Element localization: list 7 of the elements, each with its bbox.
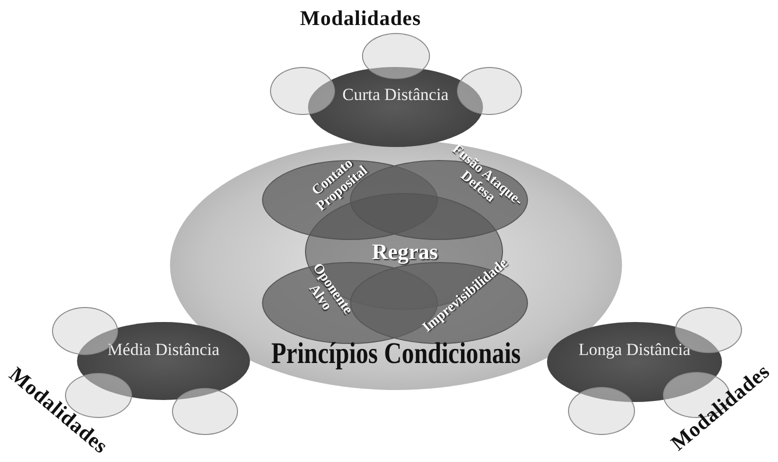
modality-circle bbox=[270, 67, 335, 115]
modality-circle bbox=[568, 387, 635, 435]
distance-label: Longa Distância bbox=[578, 341, 692, 359]
modalities-label: Modalidades bbox=[300, 6, 422, 31]
distance-label: Curta Distância bbox=[341, 86, 450, 104]
distance-label: Média Distância bbox=[107, 341, 220, 359]
modality-circle bbox=[457, 67, 522, 115]
